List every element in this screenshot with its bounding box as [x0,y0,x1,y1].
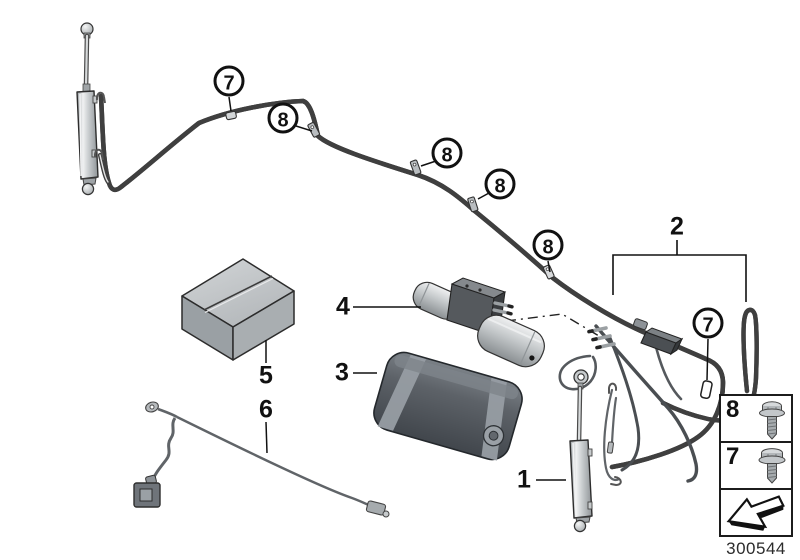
legend-row-8[interactable]: 8 [721,396,791,443]
callout-5[interactable]: 5 [259,361,273,390]
direction-arrow-icon [726,494,785,531]
left-hydraulic-cylinder [76,22,106,196]
hydraulic-line-pair [97,93,726,470]
right-hydraulic-cylinder [569,369,593,533]
hydraulic-pump-assembly [412,277,545,368]
part-number: 300544 [726,539,786,558]
hose-end-fittings [587,326,616,350]
legend-row-7[interactable]: 7 [721,443,791,490]
line-clips [307,122,555,280]
callout-6[interactable]: 6 [259,395,273,424]
legend-direction-cell [721,490,791,535]
callout-2[interactable]: 2 [670,212,684,241]
legend-label-8: 8 [726,396,740,423]
hex-flange-screw-icon [758,448,786,484]
callout-1[interactable]: 1 [517,465,531,494]
callout-8-b[interactable]: 8 [431,137,463,169]
callout-7-right[interactable]: 7 [692,307,724,339]
hex-flange-screw-icon [759,401,785,440]
callout-8-d[interactable]: 8 [532,229,564,261]
callout-leader-lines [228,96,709,481]
callout-8-c[interactable]: 8 [484,168,516,200]
legend-label-7: 7 [726,443,740,470]
callout-7-top[interactable]: 7 [213,65,245,97]
line-grommets [225,110,713,400]
callout-8-a[interactable]: 8 [267,102,299,134]
repair-kit-box [181,258,295,361]
pump-cover-case [373,351,523,461]
right-hose-loop [660,310,757,421]
hose-bundle [558,324,699,487]
callout-2-bracket [612,240,747,302]
callout-4[interactable]: 4 [336,292,350,321]
fastener-legend: 8 7 [719,394,793,537]
line-connector-block [633,318,684,356]
wiring-harness [133,401,390,518]
callout-3[interactable]: 3 [335,358,349,387]
